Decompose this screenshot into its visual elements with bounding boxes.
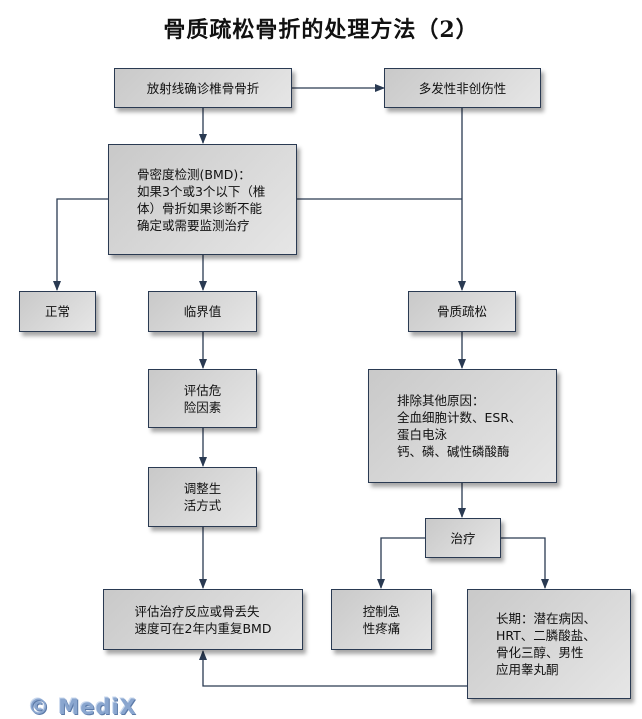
node-label: 排除其他原因： 全血细胞计数、ESR、 蛋白电泳 钙、磷、碱性磷酸酶 [397,393,522,459]
node-label: 控制急 性疼痛 [362,603,401,636]
node-label: 长期：潜在病因、 HRT、二膦酸盐、 骨化三醇、男性 应用睾丸酮 [496,611,597,677]
medix-watermark: © MediX [28,695,137,719]
diagram-title: 骨质疏松骨折的处理方法（2） [163,17,479,43]
node-long-term: 长期：潜在病因、 HRT、二膦酸盐、 骨化三醇、男性 应用睾丸酮 [467,589,631,699]
node-assess-risk: 评估危 险因素 [148,369,257,428]
arrow-longterm-to-evaluate [199,650,467,687]
node-label: 临界值 [183,304,222,319]
node-label: 评估治疗反应或骨丢失 速度可在2年内重复BMD [134,603,272,636]
node-lifestyle: 调整生 活方式 [148,467,257,527]
node-xray-diagnosis: 放射线确诊椎骨骨折 [114,68,292,108]
node-exclude-causes: 排除其他原因： 全血细胞计数、ESR、 蛋白电泳 钙、磷、碱性磷酸酶 [368,369,557,483]
arrow-treatment-to-pain [377,537,425,589]
node-acute-pain: 控制急 性疼痛 [331,589,432,650]
node-label: 放射线确诊椎骨骨折 [146,80,260,96]
node-normal: 正常 [19,291,96,332]
node-bmd-test: 骨密度检测(BMD)： 如果3个或3个以下（椎 体）骨折如果诊断不能 确定或需要… [108,144,297,255]
node-borderline: 临界值 [148,291,257,332]
node-evaluate-response: 评估治疗反应或骨丢失 速度可在2年内重复BMD [103,589,303,650]
node-label: 多发性非创伤性 [418,80,507,96]
node-label: 治疗 [450,530,476,546]
node-multiple-nontraumatic: 多发性非创伤性 [384,68,541,108]
node-label: 评估危 险因素 [183,382,222,415]
node-label: 骨质疏松 [436,304,487,319]
arrow-treatment-to-longterm [500,537,549,589]
node-osteoporosis: 骨质疏松 [408,291,516,332]
node-label: 正常 [44,304,70,319]
node-treatment: 治疗 [425,518,501,558]
node-label: 骨密度检测(BMD)： 如果3个或3个以下（椎 体）骨折如果诊断不能 确定或需要… [137,166,266,233]
arrow-bmd-to-normal [53,198,108,291]
node-label: 调整生 活方式 [183,481,222,513]
